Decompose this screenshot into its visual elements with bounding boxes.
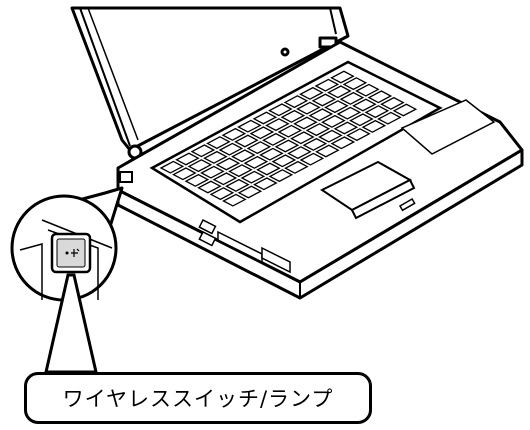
keyboard-key <box>268 169 294 183</box>
keyboard-key <box>299 86 324 100</box>
keyboard-key <box>209 187 235 201</box>
keyboard-key <box>321 114 346 128</box>
keyboard-key <box>305 123 331 137</box>
keyboard-key <box>190 144 216 158</box>
keyboard-key <box>256 162 281 176</box>
keyboard-key <box>339 91 365 105</box>
keyboard-key <box>175 152 200 166</box>
keyboard-key <box>187 159 213 173</box>
wireless-switch <box>119 171 133 183</box>
keyboard-key <box>302 137 328 151</box>
keyboard-key <box>392 103 418 117</box>
touchpad <box>320 99 496 220</box>
keyboard-key <box>215 157 241 171</box>
keyboard-key <box>324 100 349 114</box>
keyboard-key <box>315 144 340 158</box>
keyboard-key <box>349 113 374 127</box>
keyboard-key <box>293 116 318 130</box>
keyboard-key <box>318 129 343 143</box>
wireless-switch-icon <box>50 232 92 274</box>
keyboard-key <box>377 111 402 125</box>
keyboard-key <box>287 146 312 160</box>
keyboard-key <box>308 108 334 122</box>
keyboard-key <box>361 119 387 133</box>
keyboard-key <box>252 111 278 125</box>
laptop-lid <box>70 6 350 160</box>
keyboard-key <box>271 154 297 168</box>
keyboard-key <box>299 152 325 166</box>
front-ports <box>198 197 416 274</box>
keyboard-key <box>380 96 405 110</box>
keyboard-key <box>243 155 269 169</box>
keyboard-key <box>249 126 275 140</box>
keyboard-key <box>290 131 315 145</box>
keyboard-key <box>172 167 197 181</box>
keyboard-key <box>284 160 309 174</box>
keyboard-key <box>367 90 393 104</box>
keyboard-key <box>336 106 362 120</box>
keyboard-key <box>277 124 303 138</box>
keyboard-key <box>237 185 263 199</box>
keyboard-key <box>296 101 321 115</box>
keyboard-key <box>203 150 228 164</box>
keyboard-key <box>283 95 309 109</box>
keyboard-key <box>274 139 300 153</box>
keyboard-key <box>364 105 390 119</box>
keyboard-key <box>221 127 247 141</box>
keyboard-key <box>268 103 293 117</box>
keyboard-key <box>159 160 185 174</box>
callout-label: ワイヤレススイッチ/ランプ <box>24 372 372 424</box>
keyboard-key <box>218 142 244 156</box>
keyboard-key <box>246 141 272 155</box>
keyboard-key <box>225 178 250 192</box>
keyboard-key <box>355 83 380 97</box>
keyboard-key <box>184 173 210 187</box>
keyboard-key <box>212 172 238 186</box>
keyboard-key <box>240 170 266 184</box>
keyboard-key <box>265 118 290 132</box>
keyboard-key <box>234 134 259 148</box>
keyboard-key <box>262 132 287 146</box>
keyboard-key <box>222 193 247 207</box>
keyboard-key <box>197 180 222 194</box>
keyboard-key <box>228 164 253 178</box>
keyboard-key <box>330 136 356 150</box>
keyboard <box>149 60 443 224</box>
keyboard-key <box>200 165 225 179</box>
keyboard-key <box>231 149 256 163</box>
keyboard-key <box>237 119 262 133</box>
keyboard-key <box>333 121 359 135</box>
keyboard-key <box>330 70 355 84</box>
keyboard-key <box>346 128 371 142</box>
keyboard-key <box>280 109 306 123</box>
keyboard-key <box>253 177 278 191</box>
keyboard-key <box>259 147 284 161</box>
keyboard-key <box>342 77 368 91</box>
keyboard-key <box>206 136 231 150</box>
keyboard-key <box>314 78 340 92</box>
keyboard-key <box>327 85 352 99</box>
keyboard-key <box>311 93 337 107</box>
keyboard-key <box>352 98 377 112</box>
